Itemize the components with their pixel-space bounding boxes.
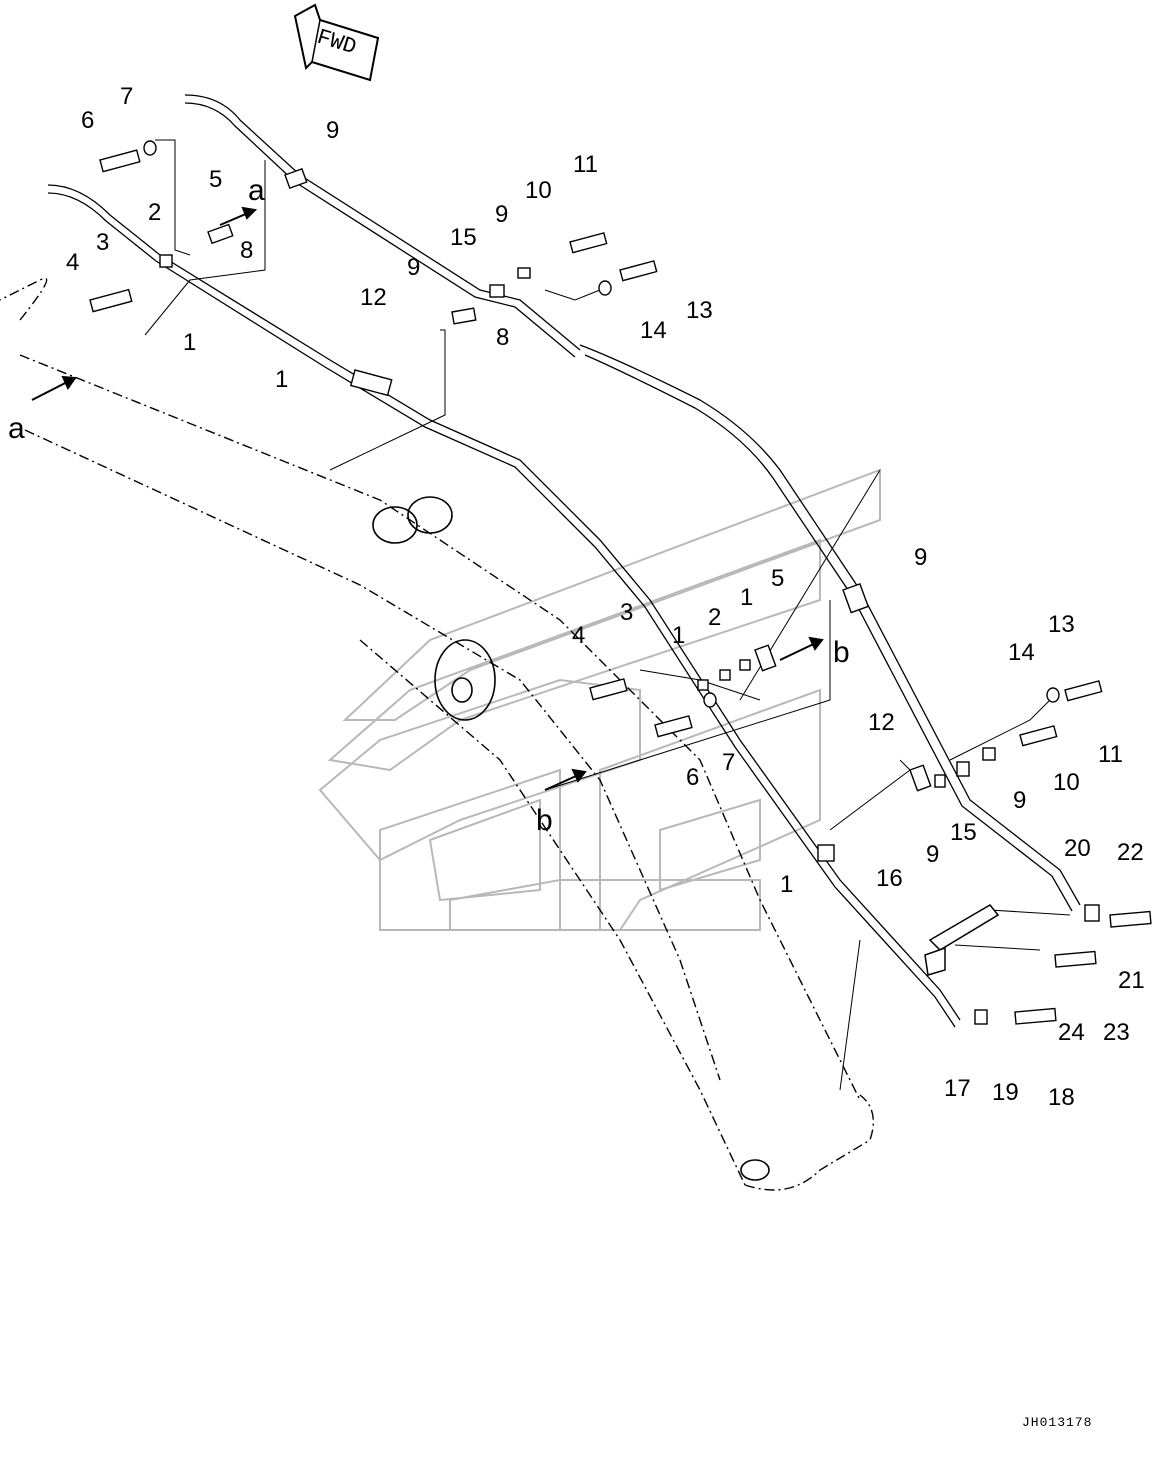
callout-23: 23 bbox=[1103, 1019, 1130, 1046]
callout-labels: 6 7 9 5 2 3 8 4 1 11 10 9 15 9 12 13 14 … bbox=[66, 83, 1145, 1111]
callout-9: 9 bbox=[495, 201, 508, 228]
bolt-icon bbox=[89, 149, 1152, 1025]
callout-16: 16 bbox=[876, 865, 903, 892]
callout-11: 11 bbox=[1098, 741, 1123, 768]
callout-21: 21 bbox=[1118, 967, 1145, 994]
callout-9: 9 bbox=[926, 841, 939, 868]
callout-9: 9 bbox=[407, 254, 420, 281]
watermark-logo bbox=[318, 468, 881, 931]
view-a-label-top: a bbox=[248, 174, 265, 207]
callout-9: 9 bbox=[1013, 787, 1026, 814]
view-b-label-left: b bbox=[536, 804, 553, 837]
callout-14: 14 bbox=[640, 317, 667, 344]
callout-13: 13 bbox=[1048, 611, 1075, 638]
callout-14: 14 bbox=[1008, 639, 1035, 666]
view-a-arrows bbox=[31, 206, 258, 401]
view-b-label-right: b bbox=[833, 636, 850, 669]
callout-13: 13 bbox=[686, 297, 713, 324]
boom-foot-pin bbox=[372, 496, 770, 1181]
callout-4: 4 bbox=[66, 249, 79, 276]
callout-20: 20 bbox=[1064, 835, 1091, 862]
washer-icon bbox=[143, 140, 1060, 708]
callout-7: 7 bbox=[120, 83, 133, 110]
callout-3: 3 bbox=[620, 599, 633, 626]
callout-1: 1 bbox=[183, 329, 196, 356]
callout-2: 2 bbox=[708, 604, 721, 631]
callout-18: 18 bbox=[1048, 1084, 1075, 1111]
clamp-icon bbox=[159, 167, 1100, 1025]
callout-8: 8 bbox=[240, 237, 253, 264]
callout-2: 2 bbox=[148, 199, 161, 226]
callout-9: 9 bbox=[326, 117, 339, 144]
callout-12: 12 bbox=[868, 709, 895, 736]
callout-3: 3 bbox=[96, 229, 109, 256]
view-a-label-left: a bbox=[8, 412, 25, 445]
callout-1: 1 bbox=[740, 584, 753, 611]
callout-22: 22 bbox=[1117, 839, 1144, 866]
callout-9: 9 bbox=[914, 544, 927, 571]
callout-10: 10 bbox=[1053, 769, 1080, 796]
callout-15: 15 bbox=[950, 819, 977, 846]
callout-17: 17 bbox=[944, 1075, 971, 1102]
callout-5: 5 bbox=[209, 166, 222, 193]
forward-direction-arrow-icon: FWD bbox=[293, 3, 380, 82]
callout-19: 19 bbox=[992, 1079, 1019, 1106]
callout-7: 7 bbox=[722, 749, 735, 776]
boom-outline bbox=[0, 277, 874, 1191]
callout-10: 10 bbox=[525, 177, 552, 204]
callout-1: 1 bbox=[780, 871, 793, 898]
drawing-code: JH013178 bbox=[1022, 1415, 1092, 1430]
callout-5: 5 bbox=[771, 565, 784, 592]
view-b-arrows bbox=[544, 636, 824, 791]
callout-15: 15 bbox=[450, 224, 477, 251]
callout-1: 1 bbox=[672, 622, 685, 649]
callout-12: 12 bbox=[360, 284, 387, 311]
callout-1: 1 bbox=[275, 366, 288, 393]
bracket-icon bbox=[924, 904, 1000, 976]
callout-8: 8 bbox=[496, 324, 509, 351]
callout-11: 11 bbox=[573, 151, 598, 178]
callout-6: 6 bbox=[81, 107, 94, 134]
callout-4: 4 bbox=[572, 622, 585, 649]
callout-24: 24 bbox=[1058, 1019, 1085, 1046]
leader-lines bbox=[144, 139, 1071, 1091]
callout-6: 6 bbox=[686, 764, 699, 791]
hose-lines bbox=[47, 94, 1081, 1028]
